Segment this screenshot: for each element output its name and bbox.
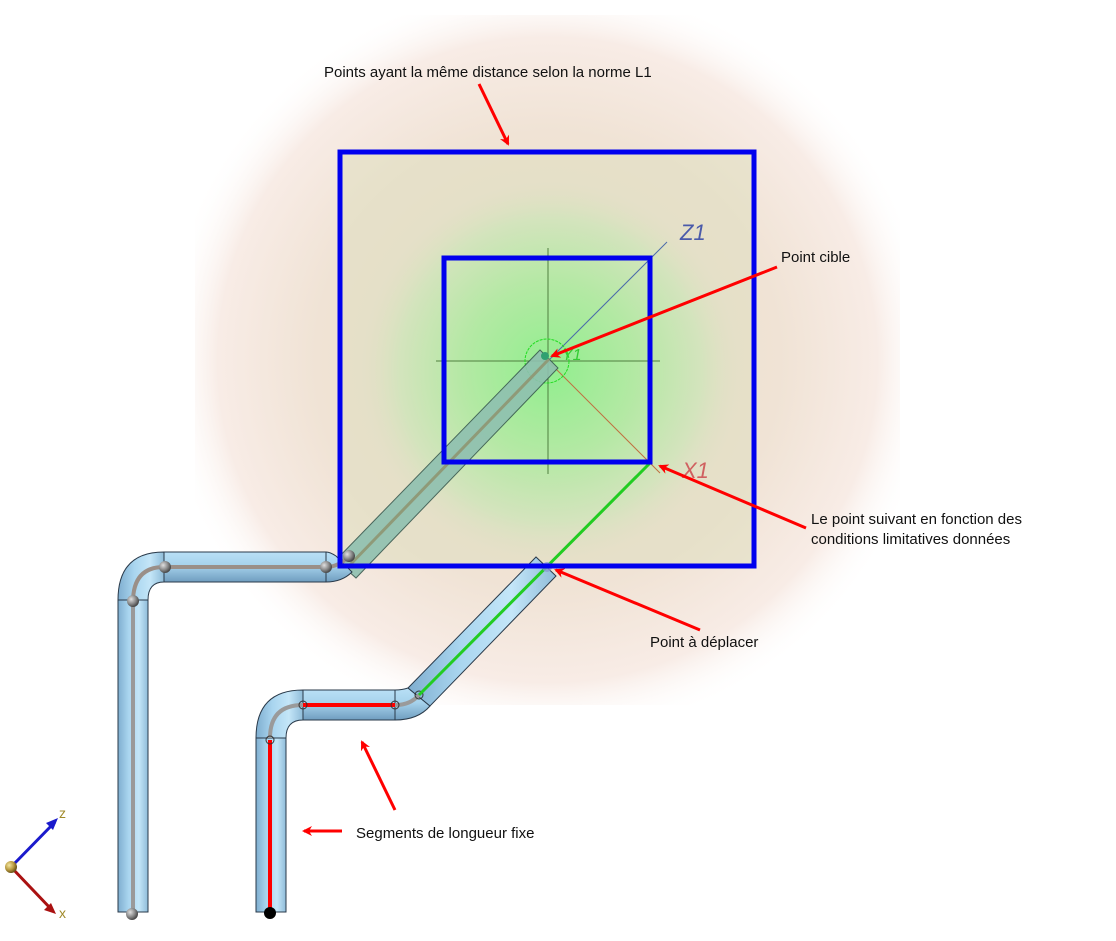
- x1-axis-label: X1: [681, 458, 709, 483]
- pipe-original: [117, 550, 355, 920]
- moving-segment: [417, 461, 652, 697]
- label-point-to-move: Point à déplacer: [650, 634, 758, 651]
- z1-axis-line: [547, 241, 668, 362]
- arrow-target-point: [550, 265, 778, 358]
- label-l1-norm: Points ayant la même distance selon la n…: [324, 64, 652, 81]
- joint: [298, 700, 308, 710]
- z1-axis-label: Z1: [679, 220, 706, 245]
- triad-z-arrowhead: [46, 818, 58, 830]
- arrow-fixed-horizontal: [360, 740, 397, 811]
- triad-x-label: x: [59, 905, 66, 921]
- triad-x-arrowhead: [44, 903, 56, 914]
- label-next-point-line2: conditions limitatives données: [811, 531, 1010, 548]
- arrow-l1-norm: [477, 83, 510, 146]
- triad-z-label: z: [59, 805, 66, 821]
- joint: [390, 700, 400, 710]
- axis-triad: z x: [5, 805, 66, 921]
- triad-x-axis: [9, 865, 54, 912]
- arrow-next-point: [658, 464, 807, 530]
- arrow-point-to-move: [554, 568, 701, 632]
- triad-z-axis: [9, 820, 57, 869]
- target-circle: [524, 338, 570, 384]
- outer-l1-square: [337, 149, 757, 569]
- joint: [414, 690, 424, 700]
- x1-axis-line: [547, 360, 661, 474]
- label-fixed-segments: Segments de longueur fixe: [356, 825, 534, 842]
- inner-l1-square: [441, 255, 653, 465]
- fixed-end-point: [264, 907, 276, 919]
- label-next-point-line1: Le point suivant en fonction des: [811, 511, 1022, 528]
- joint: [265, 735, 275, 745]
- triad-origin: [5, 861, 17, 873]
- label-target-point: Point cible: [781, 249, 850, 266]
